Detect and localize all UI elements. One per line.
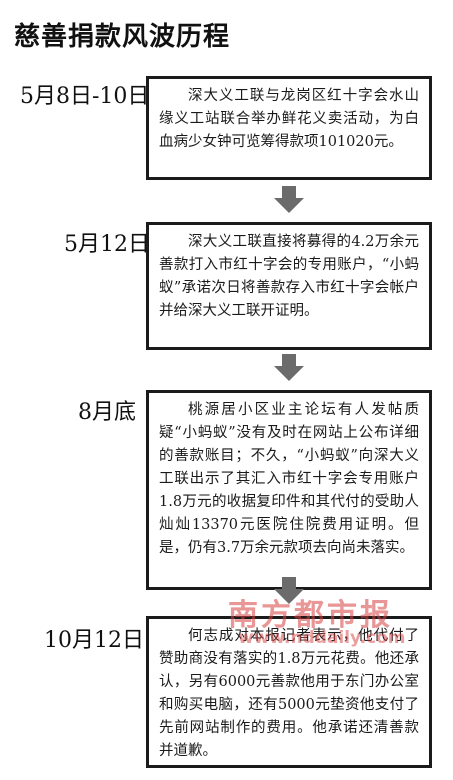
event-box-3: 桃源居小区业主论坛有人发帖质疑“小蚂蚁”没有及时在网站上公布详细的善款账目；不久…	[146, 390, 432, 590]
event-date-1: 5月8日-10日	[20, 84, 150, 109]
arrow-down-icon	[274, 354, 304, 381]
event-box-1: 深大义工联与龙岗区红十字会水山缘义工站联合举办鲜花义卖活动，为白血病少女钟可览筹…	[146, 76, 432, 180]
watermark-url: www.nddaily.com	[238, 628, 406, 648]
event-box-4: 何志成对本报记者表示，他代付了赞助商没有落实的1.8万元花费。他还承认，另有60…	[146, 616, 432, 768]
newspaper-watermark: 南方都市报	[228, 598, 393, 633]
arrow-down-icon	[274, 577, 304, 604]
event-box-2: 深大义工联直接将募得的4.2万余元善款打入市红十字会的专用账户，“小蚂蚁”承诺次…	[146, 222, 432, 350]
event-date-2: 5月12日	[64, 232, 150, 257]
page-title: 慈善捐款风波历程	[14, 22, 231, 52]
arrow-down-icon	[274, 186, 304, 213]
event-date-4: 10月12日	[44, 628, 144, 653]
event-date-3: 8月底	[78, 400, 136, 425]
